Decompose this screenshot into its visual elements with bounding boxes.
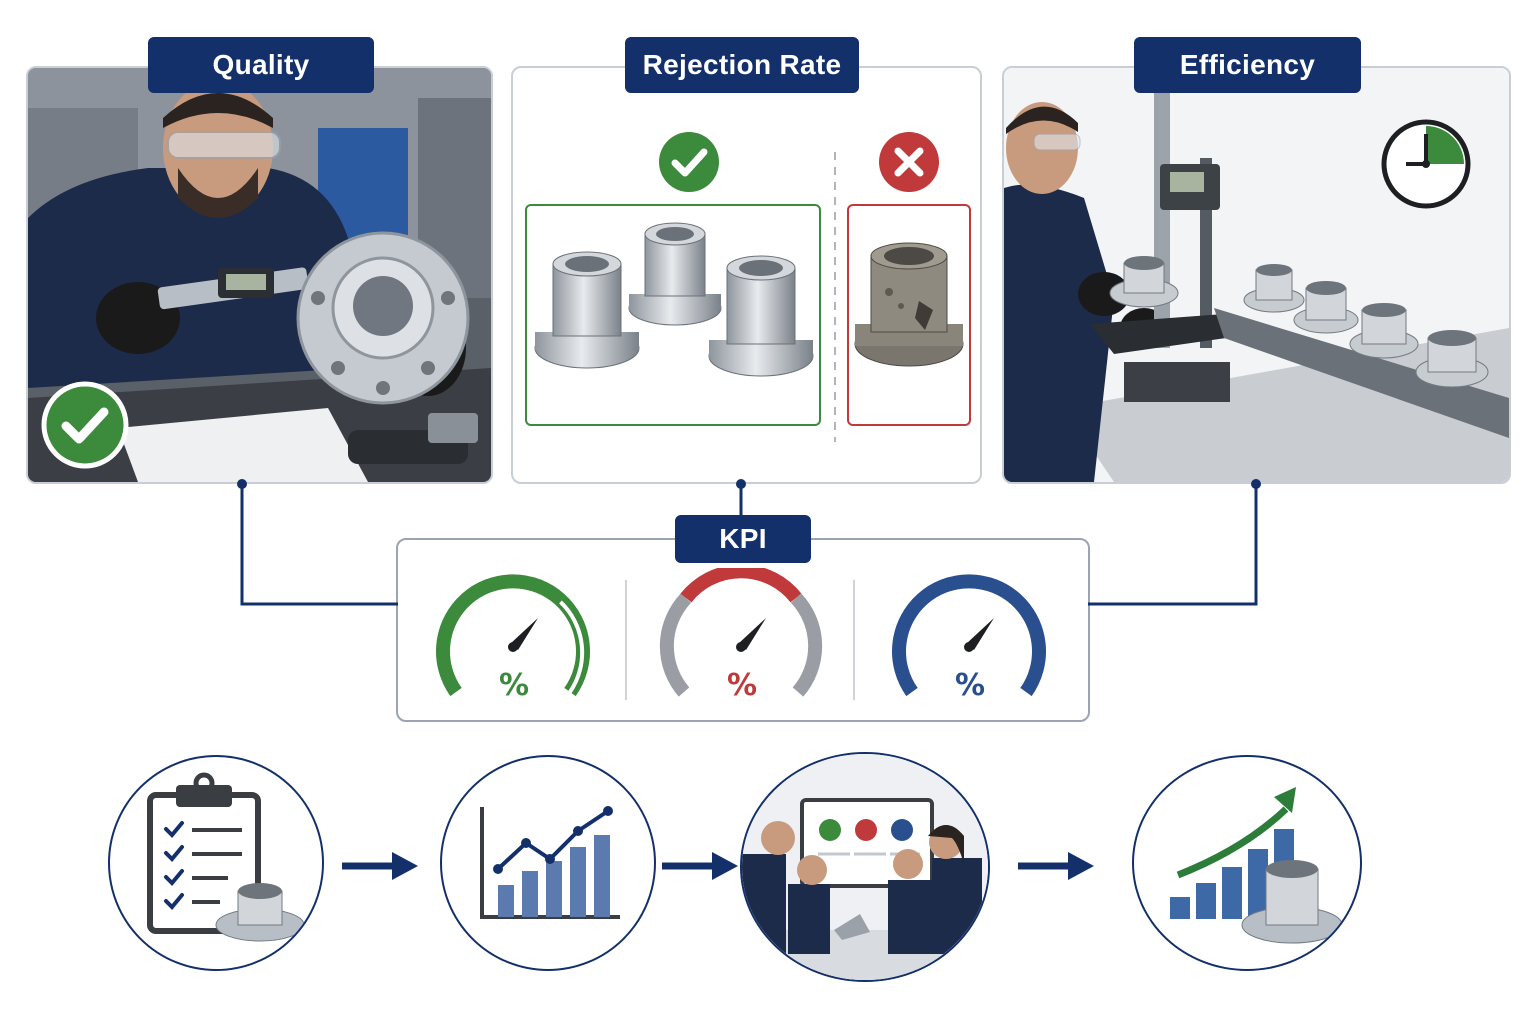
flow-arrow-1 [342,852,418,880]
quality-gauge: % [428,568,598,708]
analytics-chart-icon [480,806,620,919]
efficiency-panel [1002,66,1511,484]
gauge-icon [892,574,1046,697]
growth-chart-icon [1170,787,1343,944]
checklist-icon [147,772,305,942]
flow-arrow-2 [662,852,738,880]
step-analytics [440,755,656,971]
kpi-title: KPI [675,515,811,563]
gauge-icon [659,568,823,697]
accepted-flange-parts [534,222,814,377]
flow-arrow-3 [1018,852,1094,880]
gauge-separators [625,580,855,700]
step-growth [1132,755,1362,971]
efficiency-gauge: % [884,568,1054,708]
efficiency-gauge-percent: % [955,668,986,703]
quality-panel [26,66,493,484]
kpi-panel: % % % [396,538,1090,722]
rejection-rate-panel [511,66,982,484]
gauge-icon [436,574,590,697]
efficiency-inspection-illustration [1004,68,1509,482]
step-checklist [108,755,324,971]
quality-gauge-percent: % [499,668,530,703]
accepted-parts-check-icon [659,132,719,192]
rejection-gauge: % [656,568,826,708]
stopwatch-icon [1381,119,1471,209]
accepted-parts-box [525,204,821,426]
quality-check-icon [41,381,129,469]
rejected-part-cross-icon [879,132,939,192]
rejected-flange-part [854,242,964,367]
rejection-gauge-percent: % [727,668,758,703]
divider-dashed-line [834,152,836,442]
rejection-rate-title: Rejection Rate [625,37,859,93]
quality-title: Quality [148,37,374,93]
efficiency-title: Efficiency [1134,37,1361,93]
rejected-part-box [847,204,971,426]
